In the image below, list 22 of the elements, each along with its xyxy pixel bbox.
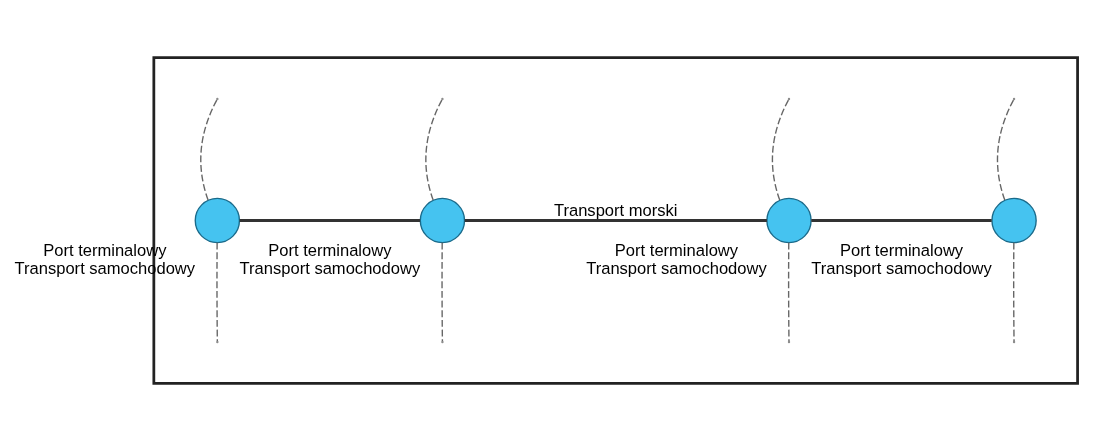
node-label: Port terminalowy <box>268 240 392 260</box>
node-label: Transport samochodowy <box>811 258 992 278</box>
connector <box>811 219 992 222</box>
node-label: Port terminalowy <box>839 240 964 260</box>
connector <box>239 219 420 222</box>
connector <box>996 99 1015 201</box>
node-circle <box>766 197 812 244</box>
connector <box>200 99 218 201</box>
node-label: Transport samochodowy <box>586 258 767 278</box>
connector <box>425 99 443 201</box>
connector <box>771 99 790 201</box>
connector <box>464 219 767 222</box>
node-circle <box>194 197 241 244</box>
node-label: Transport samochodowy <box>239 258 421 278</box>
node-circle <box>991 197 1037 244</box>
node-label: Port terminalowy <box>614 240 739 260</box>
connector <box>787 241 790 342</box>
connector <box>216 241 219 342</box>
edge-label: Transport morski <box>553 200 678 220</box>
connector <box>441 241 444 342</box>
connector <box>1013 241 1015 342</box>
node-circle <box>419 197 466 244</box>
